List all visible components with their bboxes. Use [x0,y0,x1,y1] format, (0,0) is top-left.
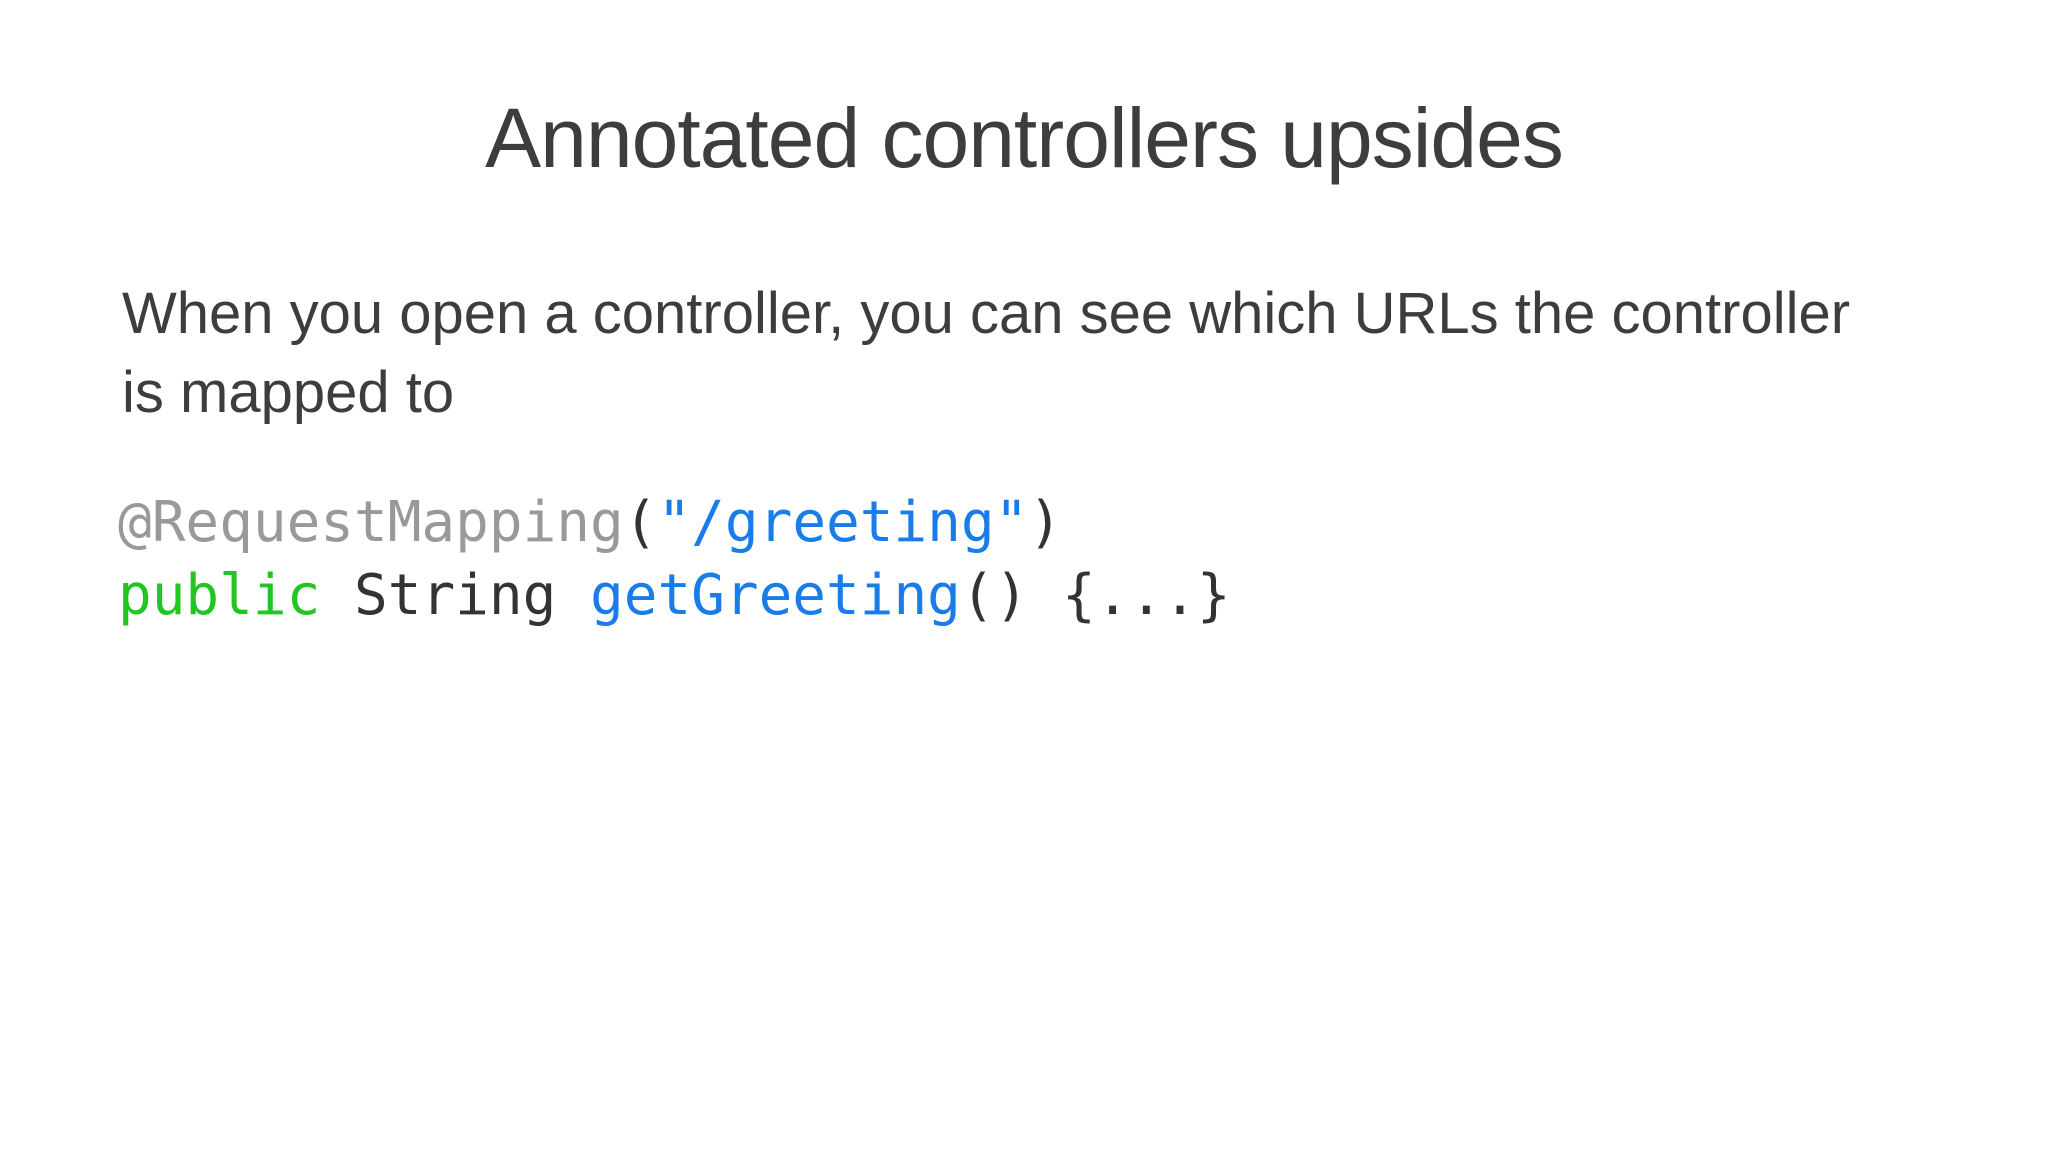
return-type-token: String [320,562,591,628]
close-paren-token: ) [1028,489,1063,555]
url-string-token: "/greeting" [657,489,1029,555]
code-line-method-signature: public String getGreeting() {...} [118,560,2048,633]
slide-title: Annotated controllers upsides [485,91,1564,185]
annotation-token: @RequestMapping [118,489,624,555]
body-line-1: When you open a controller, you can see … [122,281,1851,346]
body-line-2: is mapped to [122,359,455,425]
code-snippet: @RequestMapping("/greeting")public Strin… [118,487,2048,633]
keyword-token: public [118,562,321,628]
signature-rest-token: () {...} [960,562,1231,628]
open-paren-token: ( [623,489,658,555]
method-name-token: getGreeting [590,562,961,628]
body-paragraph: When you open a controller, you can see … [122,275,1948,433]
code-line-request-mapping: @RequestMapping("/greeting") [118,487,2048,560]
